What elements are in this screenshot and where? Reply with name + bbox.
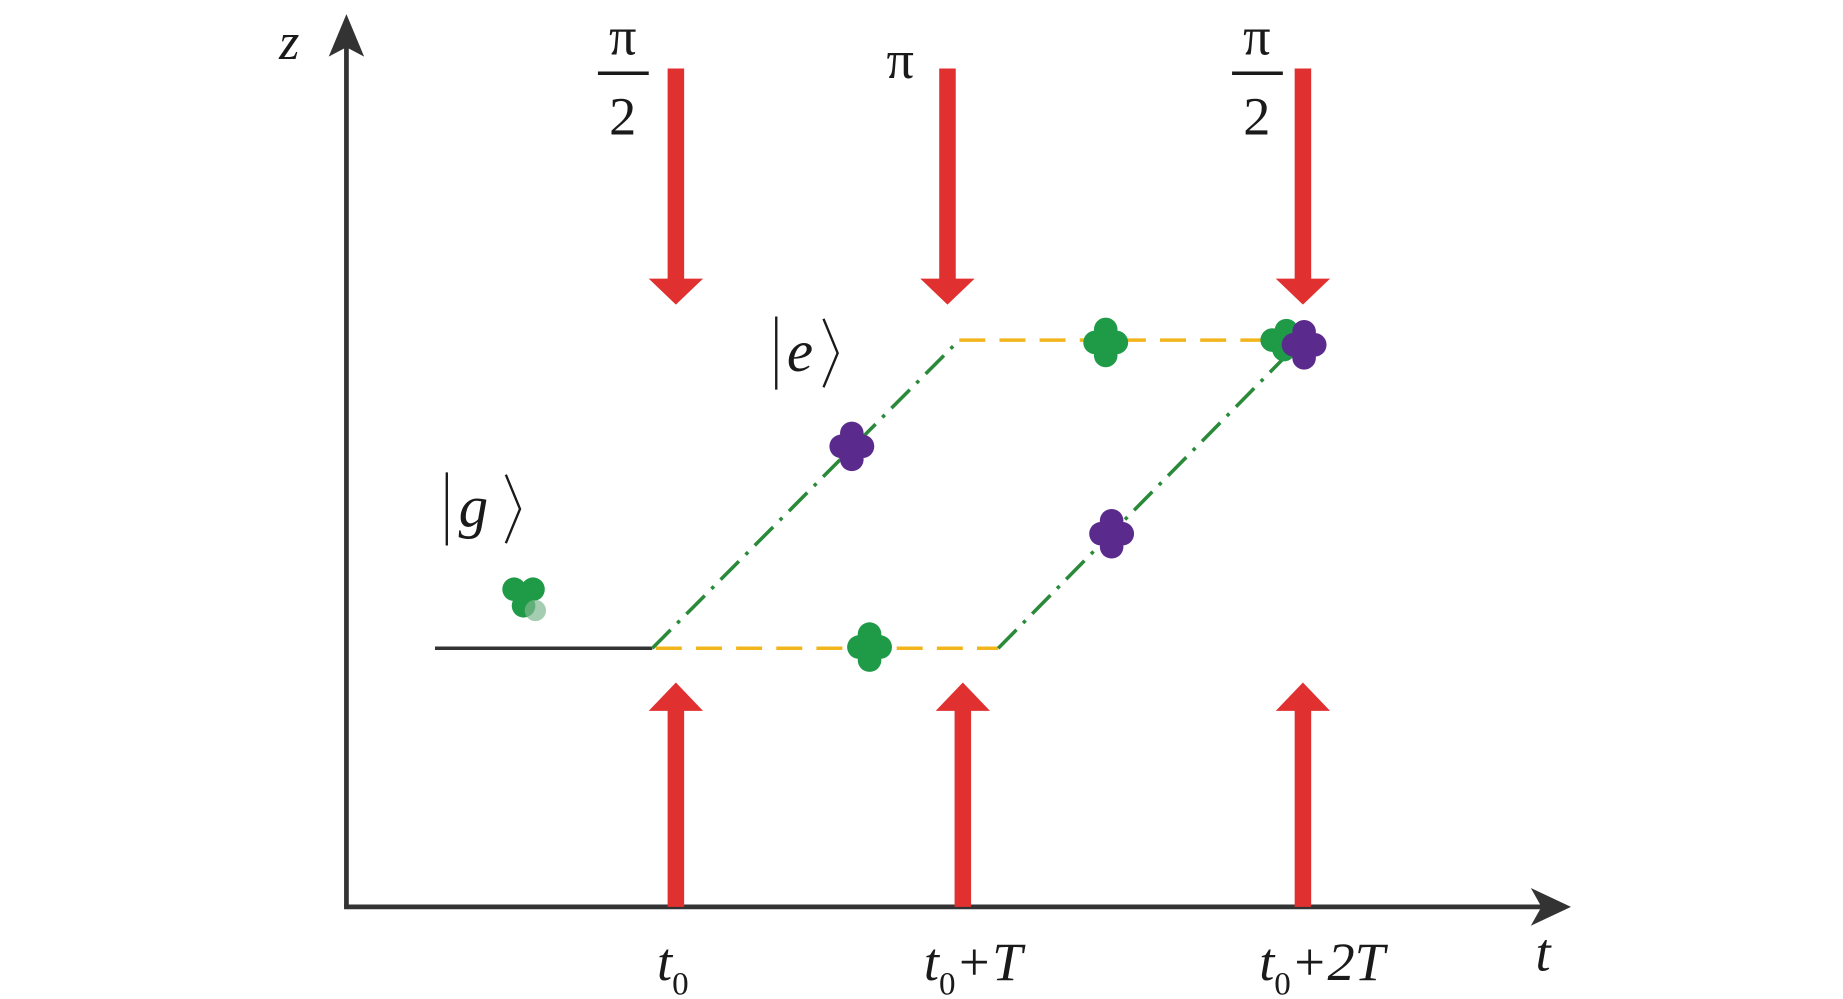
atom-purple [1089, 508, 1135, 559]
z-axis-label: z [278, 14, 299, 71]
atom-green [1083, 317, 1129, 368]
time-label-t0-plus-2T: t0+2T [1259, 932, 1388, 999]
state-labels: g e [445, 316, 839, 546]
pulse-labels: π 2 π π 2 t0 t0+T t0+2T [597, 6, 1389, 999]
arrowhead-up [648, 682, 704, 711]
arrowhead-down [648, 278, 704, 305]
atom-green [502, 577, 546, 622]
laser-beam-up [954, 708, 972, 907]
axes: z t [278, 14, 1571, 983]
pulse-1-denominator: 2 [609, 87, 636, 147]
pulse-3-denominator: 2 [1243, 87, 1270, 147]
time-label-t0: t0 [657, 932, 689, 999]
laser-beam-up [1294, 708, 1312, 907]
laser-beam-down [1294, 68, 1312, 282]
pulse-2-label: π [887, 30, 914, 90]
atom-purple [829, 421, 875, 472]
arrowhead-up [1275, 682, 1331, 711]
time-label-t0-plus-T: t0+T [924, 932, 1026, 999]
pulse-1 [648, 68, 704, 907]
z-axis-arrowhead [328, 14, 365, 57]
laser-beam-up [667, 708, 685, 907]
ground-state-label: g [459, 474, 489, 540]
trajectories [434, 338, 1300, 651]
pulse-1-numerator: π [609, 6, 636, 66]
laser-beam-down [939, 68, 956, 282]
upper-diagonal-path [651, 338, 961, 650]
excited-state-ket: e [775, 316, 839, 390]
t-axis-label: t [1536, 923, 1553, 983]
ground-state-ket: g [445, 472, 522, 546]
arrowhead-down [920, 278, 975, 305]
excited-state-label: e [787, 318, 813, 384]
atoms [502, 317, 1327, 672]
arrowhead-up [935, 682, 990, 711]
pulse-2 [920, 68, 990, 907]
laser-pulses [648, 68, 1331, 907]
laser-beam-down [667, 68, 685, 282]
arrowhead-down [1275, 278, 1331, 305]
t: t [657, 932, 674, 992]
pulse-3 [1275, 68, 1331, 907]
lower-diagonal-path [996, 350, 1292, 650]
pulse-3-numerator: π [1243, 6, 1270, 66]
t-axis-arrowhead [1530, 888, 1571, 926]
atom-purple [1281, 320, 1327, 370]
sub: 0 [672, 966, 689, 999]
atom-green [847, 622, 892, 672]
